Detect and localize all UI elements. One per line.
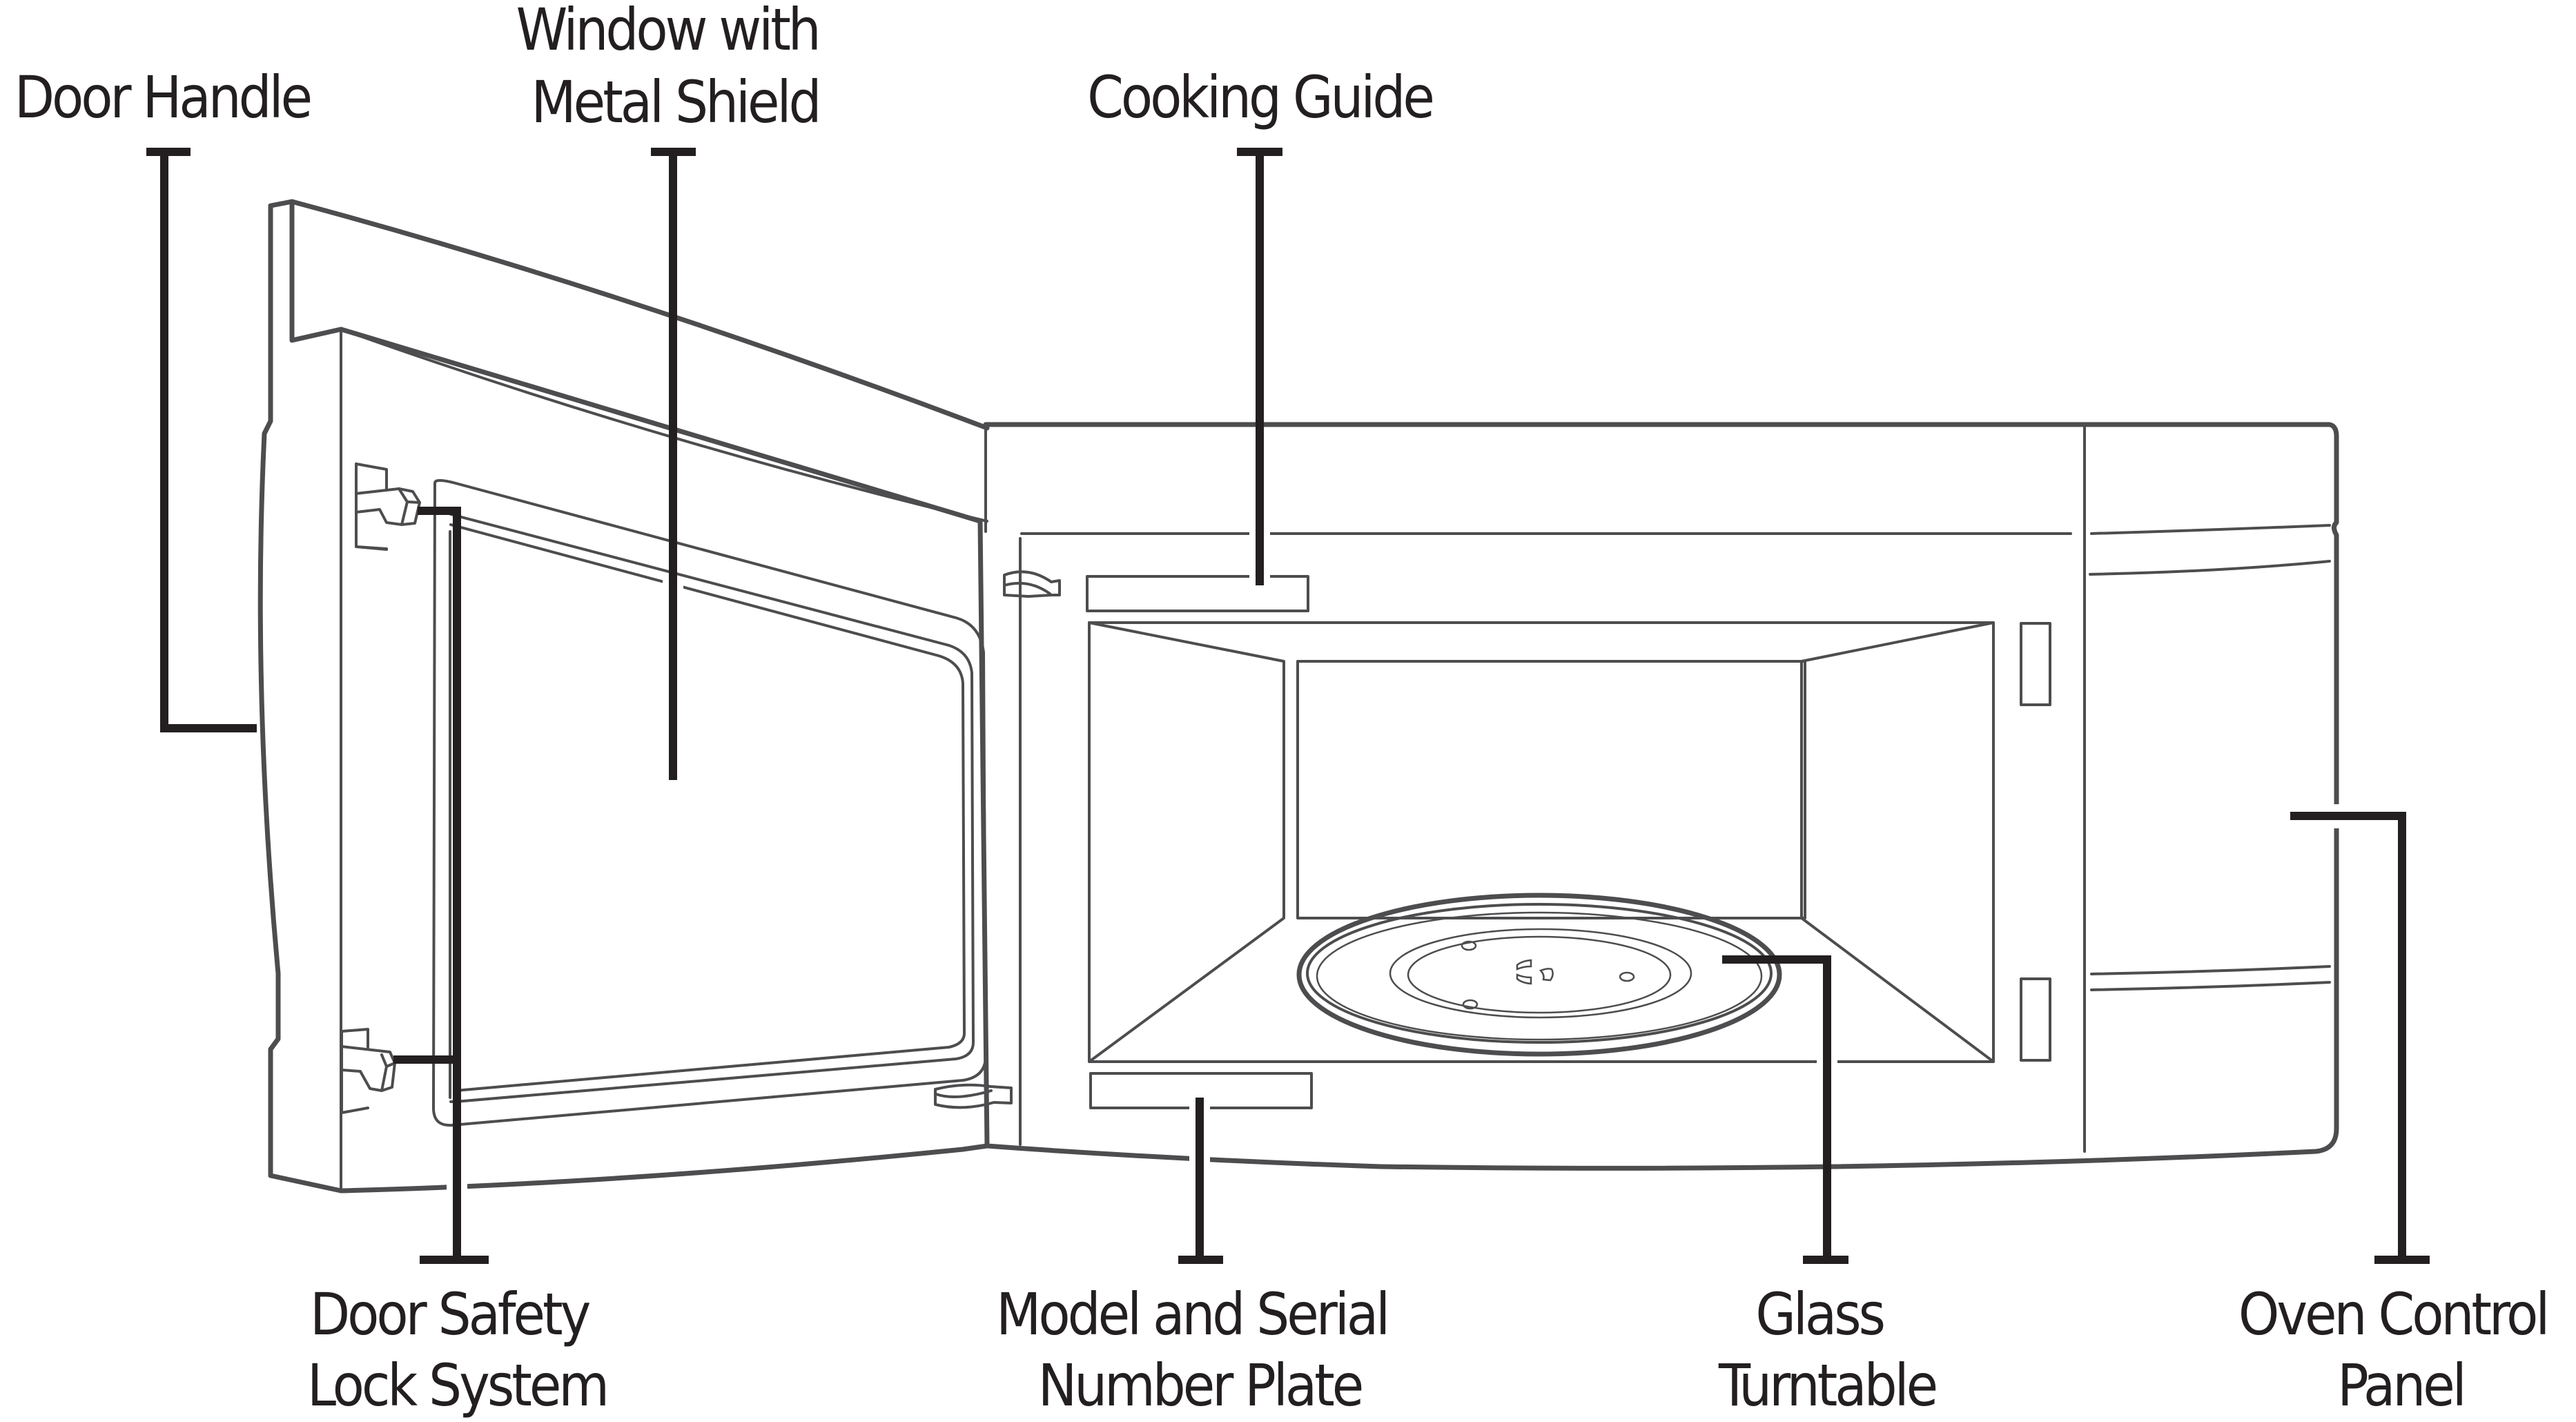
door-top-bevel-lower — [340, 328, 988, 523]
control-panel-band-bottom-1 — [2090, 965, 2331, 975]
label-cooking-guide: Cooking Guide — [1087, 64, 1432, 131]
door-window-frame-inner — [449, 523, 966, 1092]
door-window-frame-mid — [449, 513, 975, 1103]
door-window-frame-outer — [432, 479, 987, 1127]
leader-door-safety — [393, 507, 489, 1264]
label-model-plate: Model and Serial Number Plate — [996, 1280, 1403, 1419]
label-window: Window with Metal Shield — [516, 0, 835, 136]
leader-lines — [146, 148, 2430, 1264]
upper-latch-hook — [355, 462, 421, 551]
microwave-body — [934, 422, 2339, 1171]
leader-cooking-guide — [1237, 148, 1282, 585]
leader-door-handle — [146, 148, 257, 732]
oven-cavity — [1088, 621, 1995, 1063]
upper-oven-hinge — [1003, 570, 1061, 598]
leader-turntable — [1722, 955, 1848, 1264]
leader-model-plate — [1178, 1098, 1223, 1264]
label-door-safety: Door Safety Lock System — [307, 1280, 607, 1419]
cavity-opening — [1088, 621, 1995, 1063]
cooking-guide-plate — [1086, 575, 1309, 612]
cavity-vent-top — [2020, 622, 2051, 706]
label-control-panel: Oven Control Panel — [2238, 1280, 2563, 1419]
oven-outer-shell — [983, 422, 2339, 1171]
callout-labels: Door Handle Window with Metal Shield Coo… — [14, 0, 2563, 1419]
control-panel-band-top-1 — [2090, 524, 2331, 535]
cavity-back-wall — [1296, 660, 1806, 919]
glass-turntable — [1296, 893, 1782, 1057]
label-door-handle: Door Handle — [14, 64, 311, 131]
lower-oven-hinge — [934, 1083, 1013, 1109]
leader-control-panel — [2290, 812, 2430, 1264]
door-top-bevel — [289, 199, 990, 431]
label-turntable: Glass Turntable — [1718, 1280, 1936, 1419]
lower-latch-hook — [340, 1028, 396, 1114]
cavity-vent-bottom — [2020, 977, 2051, 1062]
door-handle-edge — [257, 199, 990, 1194]
microwave-door — [257, 199, 990, 1194]
control-panel-band-bottom-2 — [2090, 981, 2331, 991]
leader-window — [651, 148, 696, 780]
control-panel-band-top-2 — [2089, 560, 2331, 576]
